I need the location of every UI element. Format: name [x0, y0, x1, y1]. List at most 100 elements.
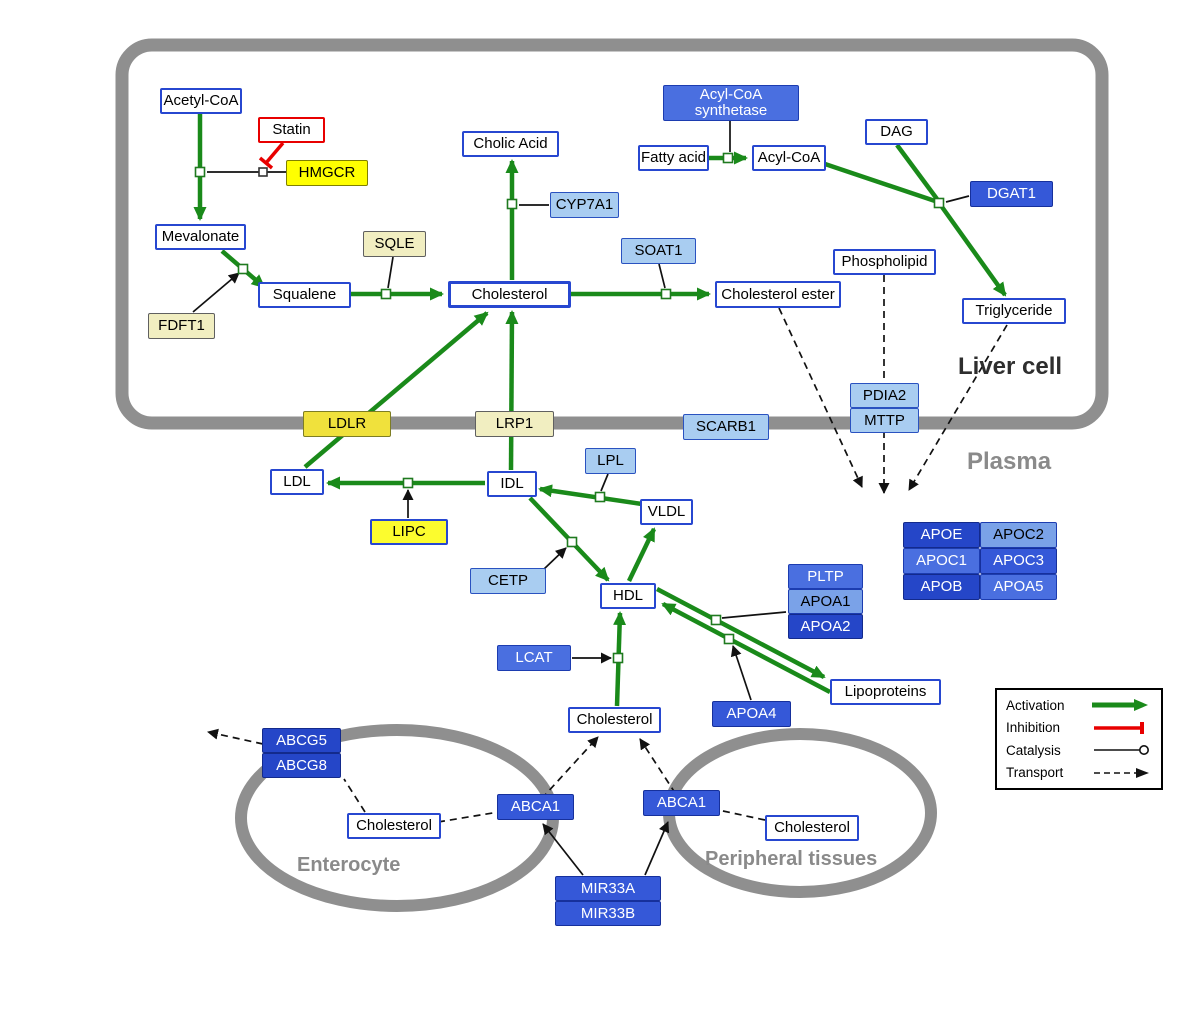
junction: [237, 263, 249, 275]
node-lcat[interactable]: LCAT: [497, 645, 571, 671]
inhibition-tbar-icon: [1094, 721, 1144, 734]
edge-hdl-lipoproteins: [655, 587, 826, 679]
edge-sqle-catalysis: [387, 256, 394, 289]
node-acyl-coa[interactable]: Acyl-CoA: [752, 145, 826, 171]
node-apoa2[interactable]: APOA2: [788, 614, 863, 639]
node-hmgcr[interactable]: HMGCR: [286, 160, 368, 186]
legend-catalysis-label: Catalysis: [1006, 742, 1061, 758]
junction: [566, 536, 578, 548]
node-pdia2[interactable]: PDIA2: [850, 383, 919, 408]
node-apoa1[interactable]: APOA1: [788, 589, 863, 614]
junction: [722, 152, 734, 164]
node-ldlr[interactable]: LDLR: [303, 411, 391, 437]
junction: [402, 477, 414, 489]
node-acetyl-coa[interactable]: Acetyl-CoA: [160, 88, 242, 114]
node-acyl-coa-synthetase[interactable]: Acyl-CoA synthetase: [663, 85, 799, 121]
legend-row-inhibition: Inhibition: [1006, 720, 1152, 736]
node-sqle[interactable]: SQLE: [363, 231, 426, 257]
node-cholesterol-enterocyte[interactable]: Cholesterol: [347, 813, 441, 839]
edge-apoa-group-link: [721, 611, 787, 619]
activation-arrow-icon: [1092, 699, 1148, 711]
catalysis-edges: [192, 121, 970, 876]
edge-mir33-abca1-right: [644, 821, 670, 876]
junction: [506, 198, 518, 210]
legend: Activation Inhibition Catalysis Transpor…: [995, 688, 1163, 790]
node-apoa5[interactable]: APOA5: [980, 574, 1057, 600]
edge-lipoproteins-hdl: [661, 602, 832, 694]
node-lipoproteins[interactable]: Lipoproteins: [830, 679, 941, 705]
node-fdft1[interactable]: FDFT1: [148, 313, 215, 339]
legend-inhibition-label: Inhibition: [1006, 720, 1061, 736]
node-mevalonate[interactable]: Mevalonate: [155, 224, 246, 250]
junction: [660, 288, 672, 300]
node-cholic-acid[interactable]: Cholic Acid: [462, 131, 559, 157]
node-abca1-peripheral[interactable]: ABCA1: [643, 790, 720, 816]
node-lrp1[interactable]: LRP1: [475, 411, 554, 437]
node-apoc1[interactable]: APOC1: [903, 548, 980, 574]
node-idl[interactable]: IDL: [487, 471, 537, 497]
node-cholesterol-peripheral[interactable]: Cholesterol: [765, 815, 859, 841]
edge-cetp-catalysis: [542, 547, 567, 571]
edge-abcg-efflux: [207, 728, 264, 745]
node-mir33b[interactable]: MIR33B: [555, 901, 661, 926]
plasma-label: Plasma: [967, 448, 1052, 475]
activation-edges: [193, 113, 1007, 707]
edge-enterocyte-cholesterol-to-abcg: [343, 778, 366, 813]
edge-apoa4-link: [730, 645, 752, 701]
node-scarb1[interactable]: SCARB1: [683, 414, 769, 440]
edge-hdl-vldl: [626, 527, 657, 582]
node-apob[interactable]: APOB: [903, 574, 980, 600]
node-squalene[interactable]: Squalene: [258, 282, 351, 308]
legend-activation-label: Activation: [1006, 697, 1065, 713]
node-hdl[interactable]: HDL: [600, 583, 656, 609]
legend-row-activation: Activation: [1006, 697, 1152, 713]
node-abca1-enterocyte[interactable]: ABCA1: [497, 794, 574, 820]
enterocyte-label: Enterocyte: [297, 854, 401, 876]
statin-target-junction: [258, 167, 268, 177]
node-apoa4[interactable]: APOA4: [712, 701, 791, 727]
node-cyp7a1[interactable]: CYP7A1: [550, 192, 619, 218]
node-pltp[interactable]: PLTP: [788, 564, 863, 589]
node-abcg8[interactable]: ABCG8: [262, 753, 341, 778]
legend-row-transport: Transport: [1006, 765, 1152, 781]
node-vldl[interactable]: VLDL: [640, 499, 693, 525]
transport-dashed-arrow-icon: [1094, 767, 1149, 778]
edge-acylcoa-dgat-junction: [824, 161, 936, 204]
edge-lpl-catalysis: [600, 473, 609, 492]
node-phospholipid[interactable]: Phospholipid: [833, 249, 936, 275]
node-ldl[interactable]: LDL: [270, 469, 324, 495]
junction: [710, 614, 722, 626]
node-lipc[interactable]: LIPC: [370, 519, 448, 545]
legend-transport-label: Transport: [1006, 765, 1064, 781]
node-apoe[interactable]: APOE: [903, 522, 980, 548]
edge-soat1-catalysis: [658, 263, 666, 289]
node-dag[interactable]: DAG: [865, 119, 928, 145]
node-triglyceride[interactable]: Triglyceride: [962, 298, 1066, 324]
junction: [933, 197, 945, 209]
node-cholesterol-liver[interactable]: Cholesterol: [448, 281, 571, 308]
node-cholesterol-plasma[interactable]: Cholesterol: [568, 707, 661, 733]
statin-inhibition-tbar: [258, 156, 274, 170]
node-mttp[interactable]: MTTP: [850, 408, 919, 433]
node-cholesterol-ester[interactable]: Cholesterol ester: [715, 281, 841, 308]
edge-statin-inhibits-hmgcr: [264, 141, 285, 165]
junction: [194, 166, 206, 178]
node-statin[interactable]: Statin: [258, 117, 325, 143]
node-apoc3[interactable]: APOC3: [980, 548, 1057, 574]
liver-cell-membrane: [115, 38, 1109, 430]
peripheral-tissues-label: Peripheral tissues: [705, 848, 878, 870]
edge-fdft1-catalysis: [192, 272, 240, 313]
node-fatty-acid[interactable]: Fatty acid: [638, 145, 709, 171]
node-mir33a[interactable]: MIR33A: [555, 876, 661, 901]
node-cetp[interactable]: CETP: [470, 568, 546, 594]
node-dgat1[interactable]: DGAT1: [970, 181, 1053, 207]
edge-cholester-to-lipoprotein-assembly: [778, 307, 863, 488]
node-soat1[interactable]: SOAT1: [621, 238, 696, 264]
node-apoc2[interactable]: APOC2: [980, 522, 1057, 548]
node-abcg5[interactable]: ABCG5: [262, 728, 341, 753]
junction: [380, 288, 392, 300]
node-lpl[interactable]: LPL: [585, 448, 636, 474]
inhibition-edges: [258, 141, 285, 170]
